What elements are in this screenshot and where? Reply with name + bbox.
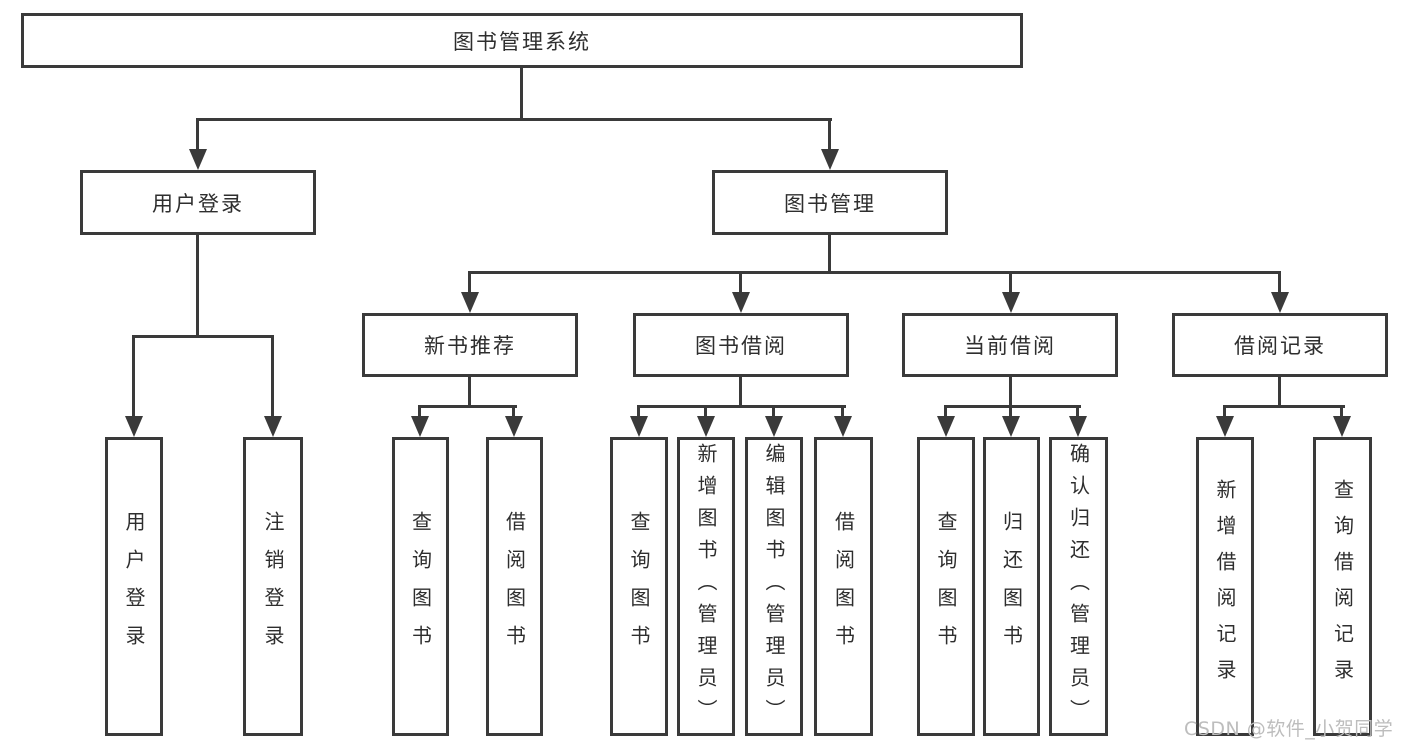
node-book-borrowing: 图书借阅 — [633, 313, 849, 377]
connector — [828, 118, 831, 152]
connector — [944, 405, 947, 419]
arrowhead-down — [937, 416, 955, 437]
connector — [196, 235, 199, 338]
leaf-query-books-recommend-label: 查询图书 — [408, 510, 433, 663]
arrowhead-down — [821, 149, 839, 170]
connector — [1009, 405, 1012, 419]
leaf-query-borrow-record: 查询借阅记录 — [1313, 437, 1372, 736]
connector — [704, 405, 707, 419]
arrowhead-down — [411, 416, 429, 437]
arrowhead-down — [1333, 416, 1351, 437]
leaf-logout-label: 注销登录 — [261, 510, 285, 663]
arrowhead-down — [1216, 416, 1234, 437]
leaf-add-books-admin: 新增图书（管理员） — [677, 437, 735, 736]
node-current-borrowing: 当前借阅 — [902, 313, 1118, 377]
connector — [468, 271, 1281, 274]
leaf-query-books-current-label: 查询图书 — [934, 510, 958, 663]
node-current-borrowing-label: 当前借阅 — [964, 334, 1056, 358]
connector — [944, 405, 1081, 408]
leaf-query-books-borrowing-label: 查询图书 — [627, 510, 651, 663]
connector — [132, 335, 274, 338]
arrowhead-down — [264, 416, 282, 437]
node-book-management: 图书管理 — [712, 170, 948, 235]
leaf-return-books-label: 归还图书 — [999, 510, 1024, 663]
arrowhead-down — [1002, 292, 1020, 313]
connector — [1223, 405, 1226, 419]
arrowhead-down — [461, 292, 479, 313]
connector — [418, 405, 517, 408]
connector — [739, 271, 742, 295]
connector — [1278, 377, 1281, 408]
arrowhead-down — [505, 416, 523, 437]
arrowhead-down — [1271, 292, 1289, 313]
leaf-logout: 注销登录 — [243, 437, 303, 736]
node-book-borrowing-label: 图书借阅 — [695, 334, 787, 358]
leaf-query-books-recommend: 查询图书 — [392, 437, 449, 736]
leaf-add-books-admin-label: 新增图书（管理员） — [694, 442, 718, 731]
leaf-user-login-label: 用户登录 — [122, 510, 146, 663]
csdn-watermark: CSDN @软件_小贺同学 — [1184, 718, 1394, 740]
node-borrowing-records: 借阅记录 — [1172, 313, 1388, 377]
arrowhead-down — [189, 149, 207, 170]
leaf-borrow-books: 借阅图书 — [814, 437, 873, 736]
connector — [841, 405, 844, 419]
arrowhead-down — [834, 416, 852, 437]
leaf-query-borrow-record-label: 查询借阅记录 — [1330, 478, 1355, 695]
node-library-system: 图书管理系统 — [21, 13, 1023, 68]
leaf-add-borrow-record-label: 新增借阅记录 — [1213, 478, 1237, 695]
leaf-borrow-books-label: 借阅图书 — [831, 510, 856, 663]
connector — [1223, 405, 1345, 408]
node-book-management-label: 图书管理 — [784, 191, 876, 216]
connector — [772, 405, 775, 419]
leaf-borrow-books-recommend: 借阅图书 — [486, 437, 543, 736]
arrowhead-down — [697, 416, 715, 437]
connector — [1278, 271, 1281, 295]
connector — [637, 405, 846, 408]
leaf-confirm-return-admin-label: 确认归还（管理员） — [1066, 442, 1091, 731]
connector — [637, 405, 640, 419]
arrowhead-down — [125, 416, 143, 437]
connector — [271, 335, 274, 418]
node-new-book-recommendation: 新书推荐 — [362, 313, 578, 377]
leaf-edit-books-admin: 编辑图书（管理员） — [745, 437, 803, 736]
connector — [1009, 271, 1012, 295]
arrowhead-down — [630, 416, 648, 437]
connector — [828, 235, 831, 274]
connector — [1009, 377, 1012, 408]
leaf-query-books-current: 查询图书 — [917, 437, 975, 736]
connector — [468, 271, 471, 295]
arrowhead-down — [765, 416, 783, 437]
leaf-add-borrow-record: 新增借阅记录 — [1196, 437, 1254, 736]
connector — [196, 118, 199, 152]
leaf-borrow-books-recommend-label: 借阅图书 — [502, 510, 527, 663]
connector — [512, 405, 515, 419]
arrowhead-down — [1002, 416, 1020, 437]
leaf-query-books-borrowing: 查询图书 — [610, 437, 668, 736]
leaf-return-books: 归还图书 — [983, 437, 1040, 736]
connector — [468, 377, 471, 408]
leaf-user-login: 用户登录 — [105, 437, 163, 736]
node-new-book-recommendation-label: 新书推荐 — [424, 334, 516, 358]
node-borrowing-records-label: 借阅记录 — [1234, 334, 1326, 358]
leaf-edit-books-admin-label: 编辑图书（管理员） — [762, 442, 786, 731]
connector — [1076, 405, 1079, 419]
leaf-confirm-return-admin: 确认归还（管理员） — [1049, 437, 1108, 736]
arrowhead-down — [732, 292, 750, 313]
connector — [739, 377, 742, 408]
connector — [418, 405, 421, 419]
connector — [132, 335, 135, 418]
arrowhead-down — [1069, 416, 1087, 437]
connector — [196, 118, 832, 121]
node-library-system-label: 图书管理系统 — [453, 29, 591, 54]
connector — [520, 68, 523, 121]
connector — [1340, 405, 1343, 419]
node-user-login: 用户登录 — [80, 170, 316, 235]
node-user-login-label: 用户登录 — [152, 191, 244, 216]
